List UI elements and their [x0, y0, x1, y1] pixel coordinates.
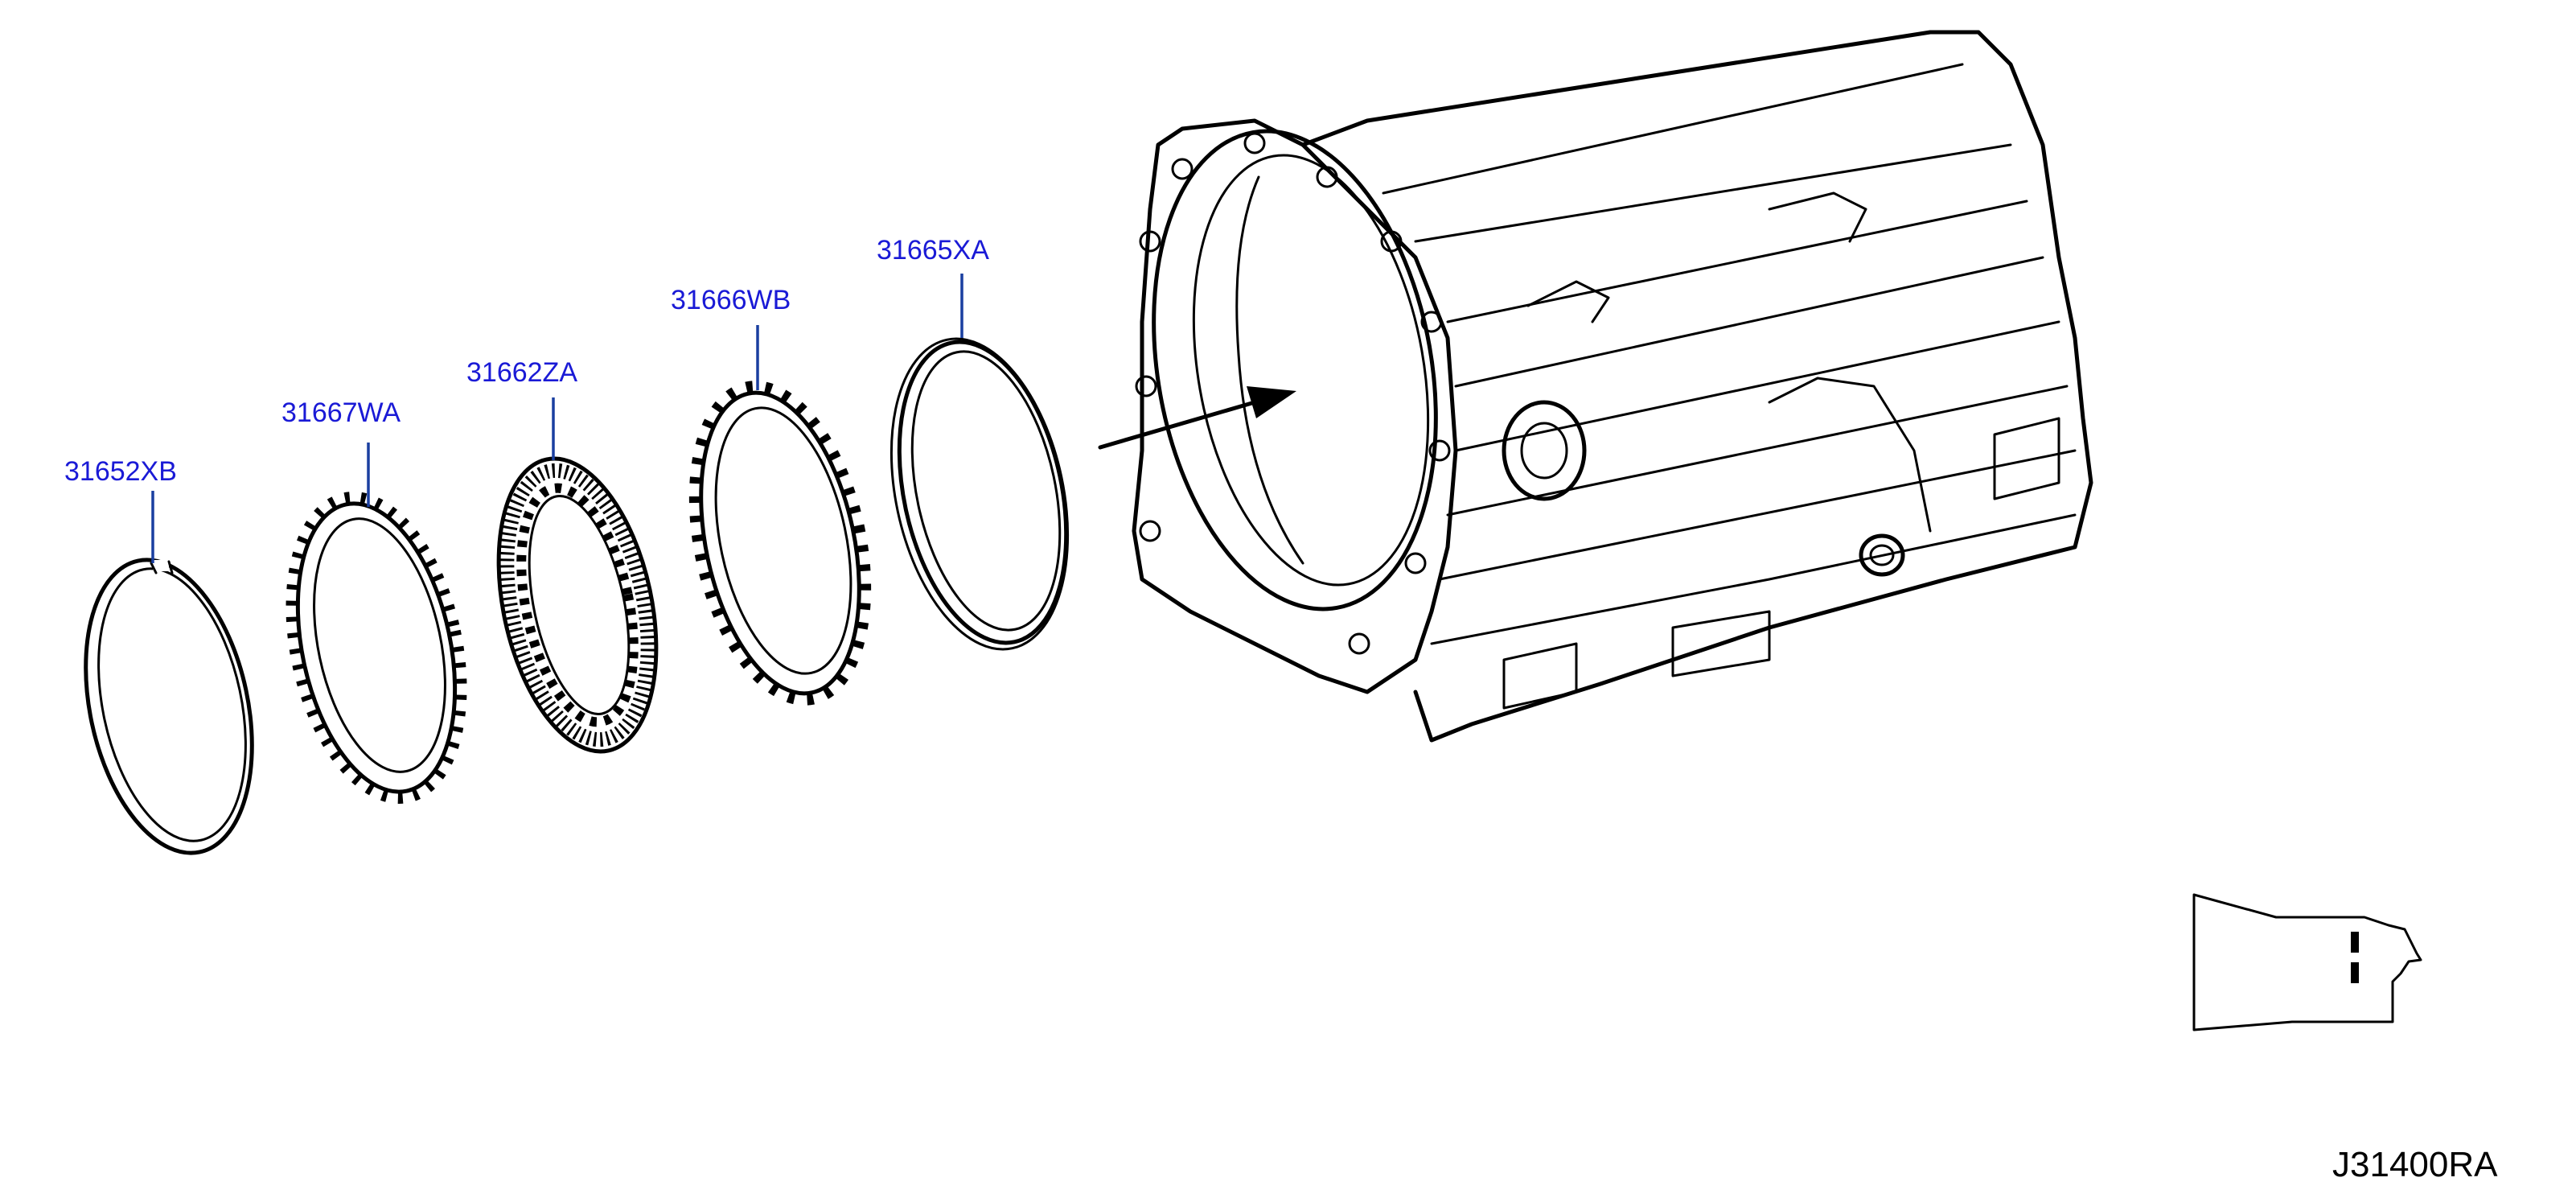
leader-lines	[151, 274, 963, 563]
flange-bolt-bosses	[1135, 132, 1451, 655]
driven-plate-31667wa[interactable]	[266, 481, 487, 813]
retaining-plate-31665xa[interactable]	[865, 323, 1095, 666]
part-label-31665xa[interactable]: 31665XA	[877, 235, 989, 266]
drive-plate-31662za[interactable]	[475, 444, 681, 766]
snap-ring-31652xb[interactable]	[61, 545, 277, 869]
assembly-arrow	[1098, 386, 1296, 450]
part-label-31667wa[interactable]: 31667WA	[281, 397, 401, 428]
part-label-31652xb[interactable]: 31652XB	[64, 456, 177, 487]
transmission-case	[1132, 30, 2093, 743]
diagram-code: J31400RA	[2332, 1145, 2498, 1184]
part-labels: 31652XB 31667WA 31662ZA 31666WB 31665XA	[64, 235, 989, 487]
driven-plate-31666wb[interactable]	[668, 371, 892, 716]
part-label-31662za[interactable]: 31662ZA	[466, 357, 577, 388]
part-label-31666wb[interactable]: 31666WB	[671, 285, 791, 315]
location-inset-diagram	[2192, 893, 2422, 1031]
